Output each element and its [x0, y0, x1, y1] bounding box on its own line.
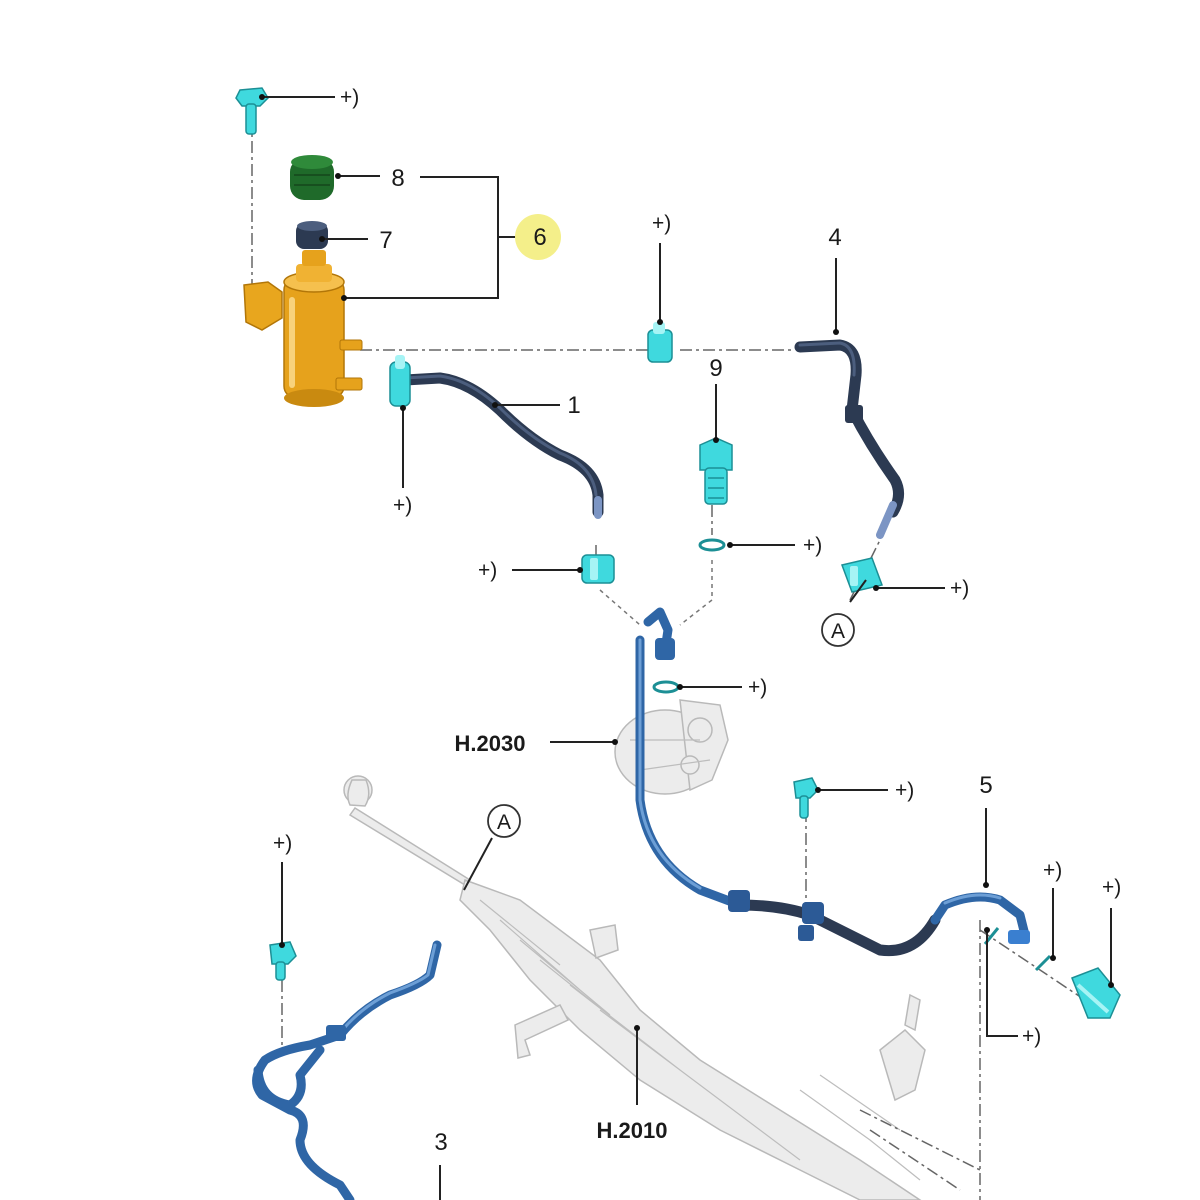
fastener-note: +) — [950, 577, 969, 600]
banjo-fitting-icon — [655, 638, 675, 660]
part-label-7[interactable]: 7 — [379, 227, 392, 254]
reference-label-h2030[interactable]: H.2030 — [455, 731, 526, 756]
fastener-note: +) — [393, 494, 412, 517]
highlight-marker — [515, 214, 561, 260]
fastener-note: +) — [803, 534, 822, 557]
detail-marker-text: A — [497, 811, 511, 834]
clamp-icon — [647, 322, 673, 363]
fastener-note: +) — [478, 559, 497, 582]
fastener-note: +) — [340, 86, 359, 109]
hose-1 — [399, 372, 604, 519]
reservoir-icon — [243, 250, 363, 407]
screw-icon — [269, 941, 297, 981]
part-label-9[interactable]: 9 — [709, 355, 722, 382]
part-label-6[interactable]: 6 — [533, 224, 546, 251]
fastener-note: +) — [273, 832, 292, 855]
part-label-4[interactable]: 4 — [828, 224, 841, 251]
part-label-3[interactable]: 3 — [434, 1129, 447, 1156]
fastener-note: +) — [748, 676, 767, 699]
screw-icon — [235, 87, 269, 135]
detail-marker-bottom[interactable]: A — [487, 804, 521, 838]
pump-icon — [614, 699, 729, 795]
fastener-note: +) — [652, 212, 671, 235]
hollow-bolt-icon — [699, 437, 733, 505]
line-pressure — [635, 607, 1030, 957]
steering-rack-icon — [343, 775, 926, 1200]
part-label-1[interactable]: 1 — [567, 392, 580, 419]
fastener-note: +) — [1022, 1025, 1041, 1048]
part-label-8[interactable]: 8 — [391, 165, 404, 192]
detail-marker-top[interactable]: A — [821, 613, 855, 647]
reference-label-h2010[interactable]: H.2010 — [597, 1118, 668, 1143]
fastener-note: +) — [1102, 876, 1121, 899]
part-label-5[interactable]: 5 — [979, 772, 992, 799]
screw-icon — [793, 777, 819, 819]
hollow-bolt-icon — [1071, 967, 1121, 1019]
line-3 — [252, 940, 442, 1200]
assembly-axis-lines — [251, 118, 1101, 1200]
seal-ring-icon — [652, 680, 680, 694]
detail-marker-text: A — [831, 620, 845, 643]
hose-4 — [794, 339, 904, 539]
filter-icon — [290, 155, 334, 200]
fastener-note: +) — [1043, 859, 1062, 882]
seal-ring-icon — [698, 538, 726, 552]
seal-cap-icon — [296, 221, 328, 249]
clamp-icon — [389, 355, 411, 407]
fastener-note: +) — [895, 779, 914, 802]
clamp-icon — [841, 557, 883, 593]
leader-lines — [259, 94, 1114, 1200]
clamp-icon — [581, 554, 615, 584]
seal-ring-icon — [1034, 954, 1052, 972]
